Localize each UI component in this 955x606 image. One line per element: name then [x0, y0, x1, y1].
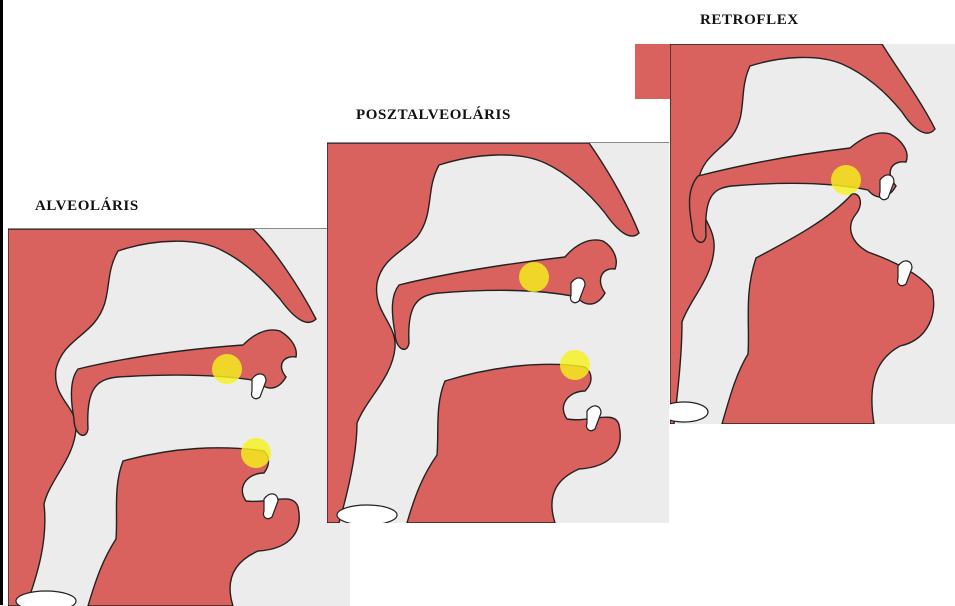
lower-articulator-marker	[560, 350, 590, 380]
articulator-marker	[831, 165, 861, 195]
panel-alveolar	[8, 228, 350, 606]
larynx-cartilage	[337, 505, 397, 523]
label-postalveolar: POSZTALVEOLÁRIS	[356, 107, 511, 124]
upper-tooth	[880, 175, 894, 200]
label-alveolar: ALVEOLÁRIS	[35, 198, 139, 215]
upper-articulator-marker	[519, 262, 549, 292]
larynx-cartilage	[16, 591, 76, 606]
upper-articulator-marker	[212, 354, 242, 384]
panel-postalveolar	[327, 142, 669, 523]
palate	[690, 133, 908, 242]
left-border-line	[0, 0, 3, 605]
panel-retroflex	[670, 44, 955, 424]
upper-tooth	[252, 374, 266, 399]
tongue	[407, 364, 620, 523]
vocal-tract-diagram-postalveolar	[327, 143, 669, 523]
vocal-tract-diagram-retroflex	[670, 44, 955, 424]
label-retroflex: RETROFLEX	[700, 12, 799, 29]
palate	[392, 240, 616, 349]
tongue	[722, 194, 934, 424]
lower-articulator-marker	[241, 438, 271, 468]
panel-retroflex-tab	[635, 44, 671, 99]
larynx-cartilage	[670, 402, 708, 422]
vocal-tract-diagram-alveolar	[8, 229, 350, 606]
tongue	[88, 448, 299, 606]
